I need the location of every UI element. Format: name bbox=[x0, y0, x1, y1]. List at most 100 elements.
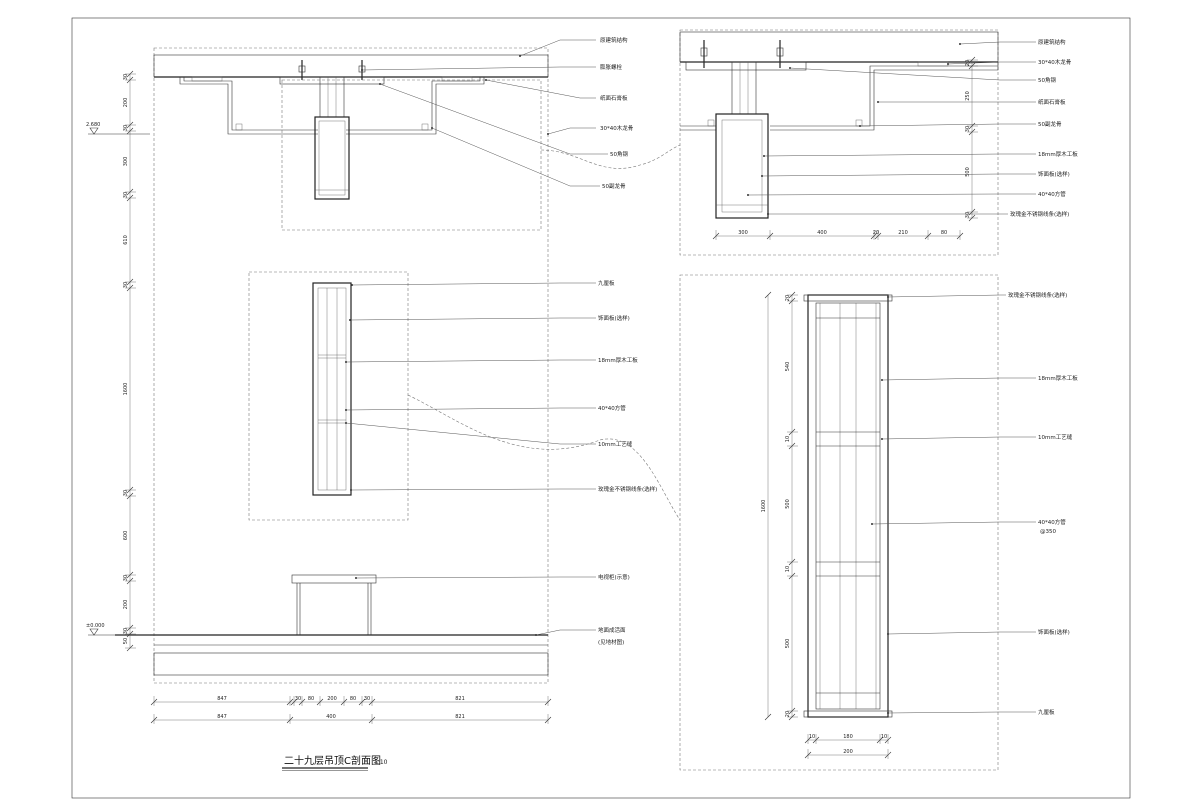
dimension-text: 300 bbox=[123, 157, 129, 167]
leader-dot bbox=[767, 213, 769, 215]
dimension-text: 10 bbox=[881, 734, 887, 740]
leader-dot bbox=[947, 63, 949, 65]
dimension-text: 30 bbox=[123, 192, 129, 198]
dimension-text: 847 bbox=[217, 696, 227, 702]
detail-callout-middle bbox=[248, 271, 409, 521]
leader-dot bbox=[859, 125, 861, 127]
dimension-text: 400 bbox=[817, 230, 827, 236]
callout-label: 玫瑰金不锈钢线条(选样) bbox=[598, 485, 657, 493]
leader-dot bbox=[350, 489, 352, 491]
leader-dot bbox=[871, 523, 873, 525]
dimension-text: 300 bbox=[738, 230, 748, 236]
dimension-text: 600 bbox=[123, 531, 129, 541]
dimension-text: 30 bbox=[295, 696, 301, 702]
leader-dot bbox=[349, 319, 351, 321]
left-section: 2.680 ±0.000 302003030030610301600306003… bbox=[86, 36, 681, 771]
dimension-text: 400 bbox=[326, 714, 336, 720]
dimension-text: 500 bbox=[785, 499, 791, 509]
dimension-text: 30 bbox=[123, 282, 129, 288]
leader-dot bbox=[763, 155, 765, 157]
middle-pendant-box bbox=[312, 282, 352, 496]
leader-line bbox=[345, 359, 596, 363]
dimension-text: 50 bbox=[123, 638, 129, 644]
dimension-text: 10 bbox=[785, 436, 791, 442]
left-labels: 原建筑结构膨胀螺栓纸面石膏板30*40木龙骨50角钢50副龙骨九厘板饰面板(选样… bbox=[345, 36, 657, 646]
level-text-floor: ±0.000 bbox=[86, 623, 105, 629]
hanging-post bbox=[319, 76, 345, 118]
callout-curve-middle bbox=[407, 394, 681, 521]
leader-line bbox=[859, 123, 1036, 127]
detail-top-slab bbox=[679, 31, 999, 63]
dimension-text: 30 bbox=[123, 575, 129, 581]
callout-label: 原建筑结构 bbox=[600, 36, 628, 44]
leader-dot bbox=[887, 633, 889, 635]
leader-line bbox=[881, 377, 1036, 381]
leader-dot bbox=[789, 67, 791, 69]
leader-dot bbox=[485, 79, 487, 81]
callout-label-note: (见地材图) bbox=[598, 638, 624, 646]
callout-label: 18mm厚木工板 bbox=[598, 356, 638, 364]
dimension-text: 80 bbox=[941, 230, 947, 236]
detail-top-frame bbox=[679, 29, 999, 256]
dimension-text: 30 bbox=[123, 628, 129, 634]
callout-label: 50角钢 bbox=[1038, 76, 1056, 84]
leader-line bbox=[547, 127, 596, 135]
leader-line bbox=[351, 282, 596, 286]
expansion-bolt-icon bbox=[700, 40, 784, 68]
callout-label: 玫瑰金不锈钢线条(选样) bbox=[1008, 291, 1067, 299]
leader-line bbox=[761, 173, 1036, 177]
leader-line bbox=[361, 66, 596, 71]
dimension-text: 30 bbox=[123, 125, 129, 131]
leader-dot bbox=[361, 69, 363, 71]
leader-line bbox=[485, 79, 596, 99]
callout-label: 30*40木龙骨 bbox=[600, 124, 634, 132]
leader-dot bbox=[547, 133, 549, 135]
leader-dot bbox=[761, 175, 763, 177]
dimension-text: 200 bbox=[327, 696, 337, 702]
leader-line bbox=[887, 294, 1006, 298]
detail-callout-top bbox=[281, 79, 542, 231]
callout-label: 电视柜(示意) bbox=[598, 573, 630, 581]
dimension-text: 821 bbox=[455, 696, 465, 702]
callout-label: 饰面板(选样) bbox=[1038, 170, 1070, 178]
leader-line bbox=[947, 61, 1036, 65]
leader-line bbox=[887, 711, 1036, 714]
leader-line bbox=[789, 67, 1036, 81]
dimension-total: 1600 bbox=[761, 500, 767, 513]
leader-line bbox=[431, 127, 600, 187]
drawing-title: 二十九层吊顶C剖面图 bbox=[284, 754, 381, 767]
detail-top-labels: 原建筑结构30*40木龙骨50角钢纸面石膏板50副龙骨18mm厚木工板饰面板(选… bbox=[747, 38, 1078, 218]
detail-bottom-labels: 玫瑰金不锈钢线条(选样)18mm厚木工板10mm工艺缝40*40方管饰面板(选样… bbox=[871, 291, 1078, 716]
leader-dot bbox=[887, 712, 889, 714]
callout-label: 50副龙骨 bbox=[602, 182, 626, 190]
dimension-text: 30 bbox=[364, 696, 370, 702]
sheet-border bbox=[71, 17, 1131, 799]
spacing-note: @350 bbox=[1040, 529, 1056, 535]
leader-line bbox=[535, 629, 596, 636]
leader-dot bbox=[881, 438, 883, 440]
dimension-text: 80 bbox=[350, 696, 356, 702]
steel-plate bbox=[279, 76, 385, 85]
dimension-text: 20 bbox=[785, 295, 791, 301]
detail-bottom-frame bbox=[679, 274, 999, 771]
leader-dot bbox=[887, 296, 889, 298]
leader-line bbox=[355, 576, 596, 579]
callout-label: 18mm厚木工板 bbox=[1038, 150, 1078, 158]
callout-label: 40*40方管 bbox=[1038, 518, 1066, 526]
leader-dot bbox=[959, 43, 961, 45]
leader-line bbox=[959, 41, 1036, 45]
callout-label: 18mm厚木工板 bbox=[1038, 374, 1078, 382]
dimension-text: 500 bbox=[965, 167, 971, 177]
callout-label: 10mm工艺缝 bbox=[1038, 433, 1073, 441]
dimension-text: 20 bbox=[873, 230, 879, 236]
dimension-text: 200 bbox=[123, 98, 129, 108]
level-mark-floor: ±0.000 bbox=[86, 623, 150, 636]
leader-dot bbox=[535, 634, 537, 636]
callout-label: 纸面石膏板 bbox=[1038, 98, 1066, 106]
dimension-text: 10 bbox=[809, 734, 815, 740]
section-frame bbox=[153, 47, 549, 684]
leader-line bbox=[887, 631, 1036, 635]
